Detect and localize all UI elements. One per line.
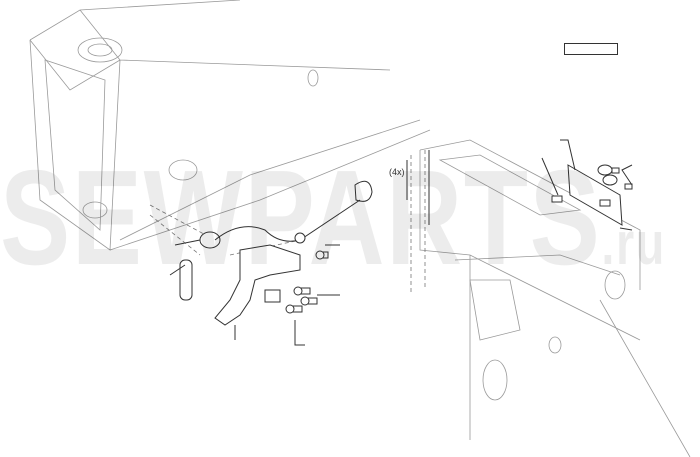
screws <box>285 250 329 314</box>
lever-assembly <box>169 180 373 346</box>
machine-arm-left <box>29 0 431 251</box>
watermark-text: SEWPARTS <box>0 142 602 293</box>
watermark-suffix: .ru <box>601 210 666 277</box>
reference-box <box>564 43 618 55</box>
switch-plate-assembly <box>541 139 633 231</box>
quantity-label: (4x) <box>389 167 405 177</box>
machine-bed-right <box>406 139 691 457</box>
watermark: SEWPARTS.ru <box>0 150 664 311</box>
